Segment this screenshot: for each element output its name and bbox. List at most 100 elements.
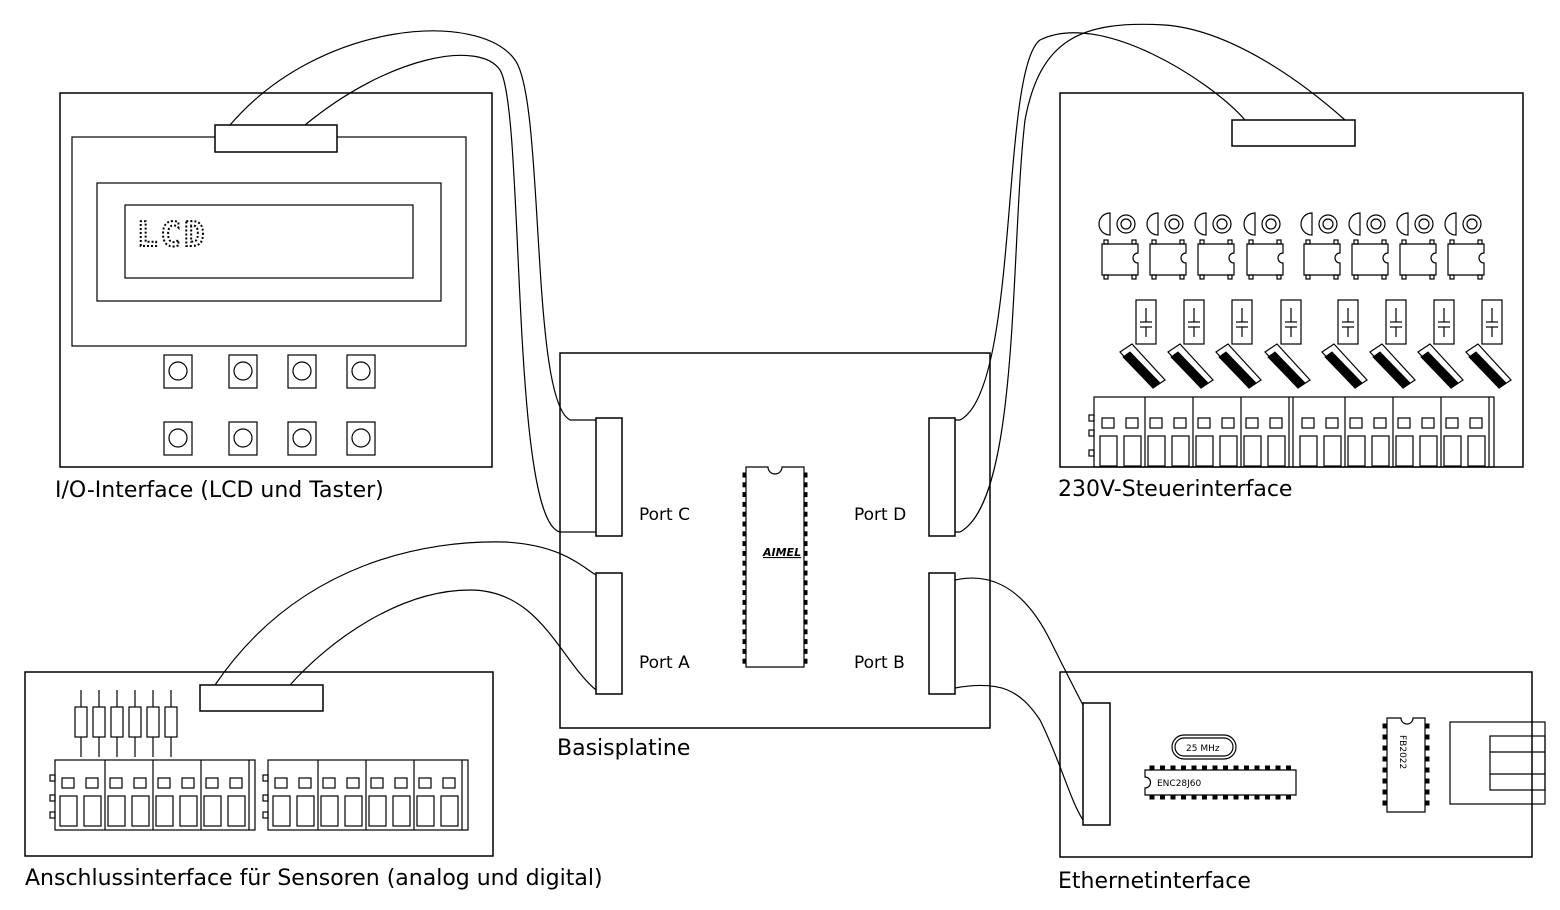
capacitor-icon: [1280, 299, 1302, 345]
optocoupler-chip: [1351, 243, 1389, 276]
terminal-slot: [229, 777, 243, 789]
eth-chip-pin: [1170, 794, 1176, 800]
eth-chip-pin: [1254, 765, 1260, 771]
terminal-screw: [344, 795, 363, 827]
mcu-pin: [742, 619, 747, 625]
ring-icon: [1164, 214, 1184, 234]
terminal-slot: [61, 777, 75, 789]
terminal-slot: [442, 777, 456, 789]
terminal-slot: [298, 777, 312, 789]
triac-body: [1267, 351, 1306, 389]
optocoupler-chip: [1447, 243, 1485, 276]
terminal-screw: [1467, 435, 1486, 467]
led-icon: [1300, 212, 1313, 236]
chip-pin: [1151, 239, 1157, 245]
triac-body: [1468, 351, 1507, 389]
ring-inner-icon: [1370, 218, 1382, 230]
led-icon: [1243, 212, 1256, 236]
lcd-label: LCD: [137, 215, 207, 255]
eth-chip-pin: [1286, 794, 1291, 800]
crystal-label: 25 MHz: [1186, 744, 1220, 754]
transformer-pin: [1424, 745, 1430, 751]
optocoupler-chip: [1246, 243, 1284, 276]
terminal-screw: [416, 795, 435, 827]
ring-icon: [1116, 214, 1136, 234]
transformer-pin: [1424, 778, 1430, 784]
eth-chip-pin: [1160, 794, 1165, 800]
terminal-slot: [205, 777, 219, 789]
io-connector: [214, 124, 338, 153]
ring-inner-icon: [1168, 218, 1180, 230]
transformer-pin: [1382, 756, 1388, 762]
terminal-tab: [49, 774, 56, 782]
ethernet-controller-chip: ENC28J60: [1144, 765, 1297, 800]
mcu-pin: [803, 511, 808, 517]
chip-pin: [1333, 274, 1339, 280]
terminal-slot: [346, 777, 360, 789]
mcu-pin: [742, 590, 747, 596]
chip-pin: [1477, 239, 1483, 245]
terminal-screw: [83, 795, 102, 827]
mcu-pin: [803, 482, 808, 488]
ring-inner-icon: [1322, 218, 1334, 230]
transformer-pin: [1382, 800, 1388, 806]
transformer-pin: [1424, 800, 1430, 806]
cable-port-b-lower: [954, 684, 1084, 821]
port-c-label: Port C: [639, 505, 690, 525]
mcu-pin: [803, 492, 808, 498]
terminal-tab: [262, 794, 269, 802]
button-5: [163, 421, 193, 456]
terminal-slot: [1445, 417, 1459, 429]
ring-icon: [1212, 214, 1232, 234]
mcu-pin: [742, 570, 747, 576]
triac-body: [1218, 351, 1257, 389]
mcu-pin: [742, 609, 747, 615]
sensor-interface-caption: Anschlussinterface für Sensoren (analog …: [25, 866, 603, 891]
mcu-pin: [803, 648, 808, 654]
chip-pin: [1199, 239, 1205, 245]
chip-pin: [1381, 274, 1387, 280]
terminal-tab: [262, 774, 269, 782]
optocoupler-chip: [1303, 243, 1341, 276]
terminal-slot: [1325, 417, 1339, 429]
terminal-tab: [49, 794, 56, 802]
button-3: [287, 354, 317, 389]
chip-pin: [1401, 274, 1407, 280]
eth-chip-pin: [1202, 794, 1207, 800]
ring-icon: [1414, 214, 1434, 234]
optocoupler-chip: [1399, 243, 1437, 276]
terminal-screw: [1243, 435, 1262, 467]
sensor-connector: [199, 684, 324, 712]
terminal-screw: [1123, 435, 1142, 467]
chip-pin: [1401, 239, 1407, 245]
chip-pin: [1151, 274, 1157, 280]
relay-interface-board: 230V-Steuerinterface: [1058, 92, 1524, 502]
chip-pin: [1477, 274, 1483, 280]
terminal-screw: [1323, 435, 1342, 467]
transformer-pin: [1424, 789, 1430, 795]
capacitor-icon: [1433, 299, 1455, 345]
transformer-pin: [1382, 734, 1388, 740]
eth-chip-pin: [1275, 765, 1281, 771]
terminal-slot: [181, 777, 195, 789]
terminal-tab: [49, 811, 56, 819]
terminal-screw: [392, 795, 411, 827]
terminal-screw: [1443, 435, 1462, 467]
ring-inner-icon: [1120, 218, 1132, 230]
ring-inner-icon: [1466, 218, 1478, 230]
port-c-connector: [595, 417, 623, 537]
terminal-slot: [109, 777, 123, 789]
eth-chip-pin: [1223, 794, 1228, 800]
chip-pin: [1353, 239, 1359, 245]
terminal-screw: [155, 795, 174, 827]
eth-chip-pin: [1233, 794, 1239, 800]
terminal-slot: [1149, 417, 1163, 429]
mcu-pin: [803, 541, 808, 547]
microcontroller-chip: AIMEL: [742, 466, 808, 668]
chip-pin: [1179, 274, 1185, 280]
mcu-pin: [803, 609, 808, 615]
chip-pin: [1103, 239, 1109, 245]
terminal-slot: [322, 777, 336, 789]
terminal-screw: [1419, 435, 1438, 467]
relay-connector: [1231, 119, 1356, 147]
